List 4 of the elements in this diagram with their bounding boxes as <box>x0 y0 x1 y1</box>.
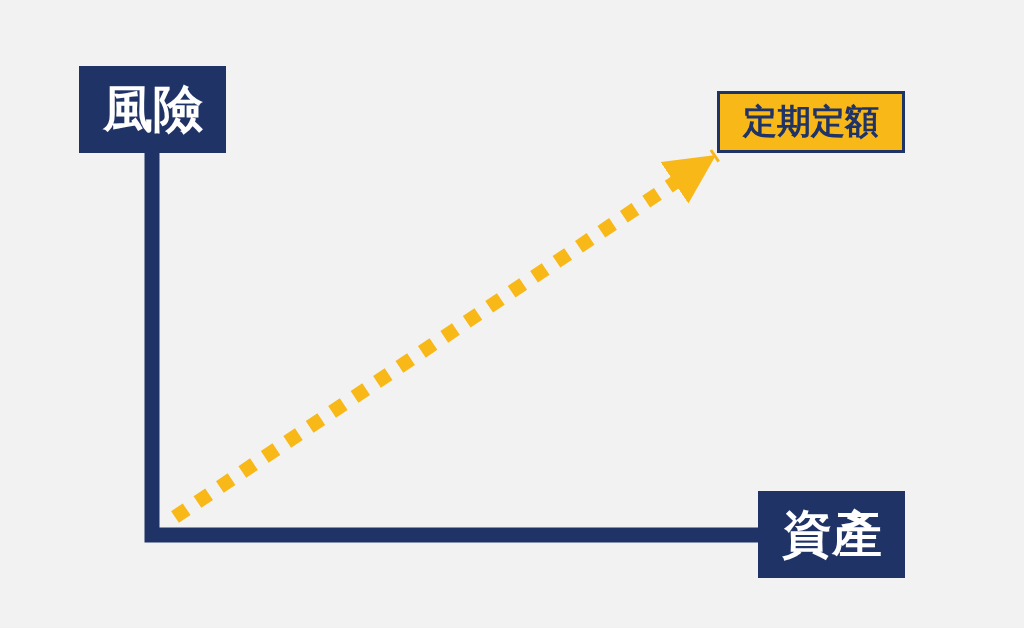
label-box: 定期定額 <box>717 91 905 153</box>
axis-label-box: 風險 <box>79 66 226 153</box>
axis-label-box: 資產 <box>758 491 905 578</box>
dotted-arrow <box>171 149 720 523</box>
